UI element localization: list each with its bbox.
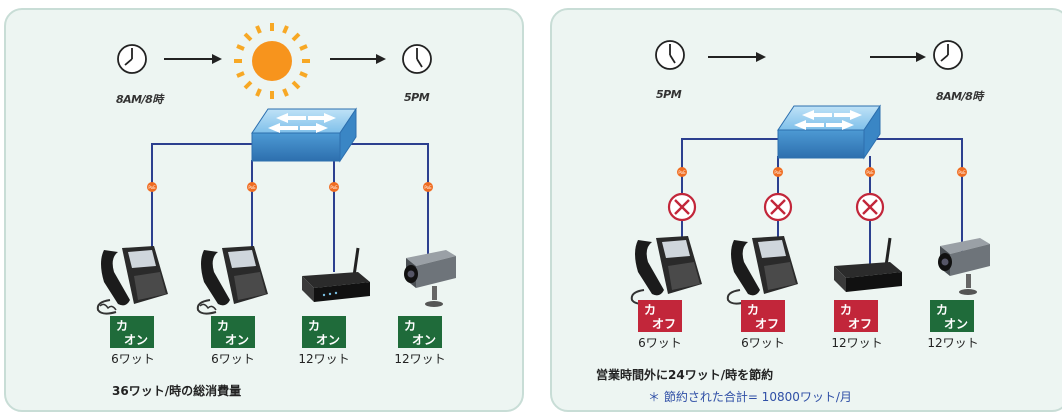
ip-camera-icon	[404, 250, 456, 307]
daytime-diagram: PoE PoE PoE PoE	[96, 23, 456, 315]
svg-text:PoE: PoE	[774, 170, 782, 175]
start-time-label: 5PM	[656, 88, 682, 101]
wireless-ap-icon	[834, 237, 902, 292]
svg-text:PoE: PoE	[248, 185, 256, 190]
wattage-label: 12ワット	[298, 352, 350, 366]
network-switch-icon	[777, 104, 881, 160]
svg-text:PoE: PoE	[424, 185, 432, 190]
nighttime-panel: PoE PoE PoE PoE	[550, 8, 1062, 412]
status-badge-top: カ	[644, 303, 657, 317]
savings-summary: 営業時間外に24ワット/時を節約	[596, 368, 774, 382]
wattage-label: 12ワット	[927, 336, 979, 350]
poe-dot-icon: PoE	[773, 167, 783, 177]
poe-dot-icon: PoE	[865, 167, 875, 177]
status-badge-bottom: オン	[944, 317, 969, 331]
arrow-right-icon	[870, 52, 926, 62]
arrow-right-icon	[164, 54, 222, 64]
clock-icon	[402, 44, 432, 74]
wattage-label: 12ワット	[394, 352, 446, 366]
status-badge-top: カ	[840, 303, 853, 317]
wireless-ap-icon	[302, 247, 370, 302]
poe-dot-icon: PoE	[957, 167, 967, 177]
wattage-label: 6ワット	[111, 352, 155, 366]
cable-network	[151, 143, 429, 272]
status-badge-top: カ	[936, 303, 949, 317]
poe-dot-icon: PoE	[423, 182, 433, 192]
cable-network	[681, 138, 963, 272]
wattage-label: 6ワット	[638, 336, 682, 350]
status-badge: カ オフ	[638, 300, 682, 332]
status-badge-top: カ	[308, 319, 321, 333]
network-switch-icon	[251, 107, 357, 163]
svg-text:PoE: PoE	[148, 185, 156, 190]
poe-dot-icon: PoE	[329, 182, 339, 192]
ip-phone-icon	[196, 246, 268, 315]
status-badge: カ オフ	[834, 300, 878, 332]
start-time-label: 8AM/8時	[116, 93, 163, 106]
svg-text:PoE: PoE	[330, 185, 338, 190]
power-off-x-icon	[763, 192, 793, 222]
status-badge-bottom: オン	[225, 333, 250, 347]
svg-text:PoE: PoE	[958, 170, 966, 175]
status-badge: カ オフ	[741, 300, 785, 332]
svg-text:PoE: PoE	[866, 170, 874, 175]
arrow-right-icon	[708, 52, 766, 62]
clock-icon	[933, 40, 963, 70]
ip-phone-icon	[630, 236, 702, 305]
ip-phone-icon	[96, 246, 168, 315]
nighttime-diagram: PoE PoE PoE PoE	[630, 30, 990, 305]
monthly-savings-total: ＊ 節約された合計= 10800ワット/月	[648, 390, 852, 404]
end-time-label: 5PM	[404, 91, 430, 104]
poe-dot-icon: PoE	[677, 167, 687, 177]
svg-text:PoE: PoE	[678, 170, 686, 175]
status-badge: カ オン	[930, 300, 974, 332]
ip-camera-icon	[938, 238, 990, 295]
clock-icon	[655, 40, 685, 70]
arrow-right-icon	[330, 54, 386, 64]
status-badge-bottom: オフ	[755, 317, 780, 331]
status-badge-top: カ	[116, 319, 129, 333]
status-badge-bottom: オン	[316, 333, 341, 347]
power-off-x-icon	[667, 192, 697, 222]
status-badge-top: カ	[747, 303, 760, 317]
poe-dot-icon: PoE	[247, 182, 257, 192]
wattage-label: 12ワット	[831, 336, 883, 350]
end-time-label: 8AM/8時	[936, 90, 983, 103]
consumption-summary: 36ワット/時の総消費量	[112, 384, 242, 398]
status-badge: カ オン	[398, 316, 442, 348]
status-badge-top: カ	[217, 319, 230, 333]
daytime-panel: PoE PoE PoE PoE	[4, 8, 524, 412]
status-badge-bottom: オフ	[848, 317, 873, 331]
wattage-label: 6ワット	[741, 336, 785, 350]
poe-dot-icon: PoE	[147, 182, 157, 192]
ip-phone-icon	[726, 236, 798, 305]
sun-icon	[234, 23, 310, 99]
moon-icon	[798, 30, 844, 87]
clock-icon	[117, 44, 147, 74]
status-badge: カ オン	[302, 316, 346, 348]
power-off-x-icon	[855, 192, 885, 222]
status-badge-bottom: オフ	[652, 317, 677, 331]
status-badge-top: カ	[404, 319, 417, 333]
status-badge: カ オン	[211, 316, 255, 348]
wattage-label: 6ワット	[211, 352, 255, 366]
status-badge-bottom: オン	[124, 333, 149, 347]
status-badge-bottom: オン	[412, 333, 437, 347]
status-badge: カ オン	[110, 316, 154, 348]
